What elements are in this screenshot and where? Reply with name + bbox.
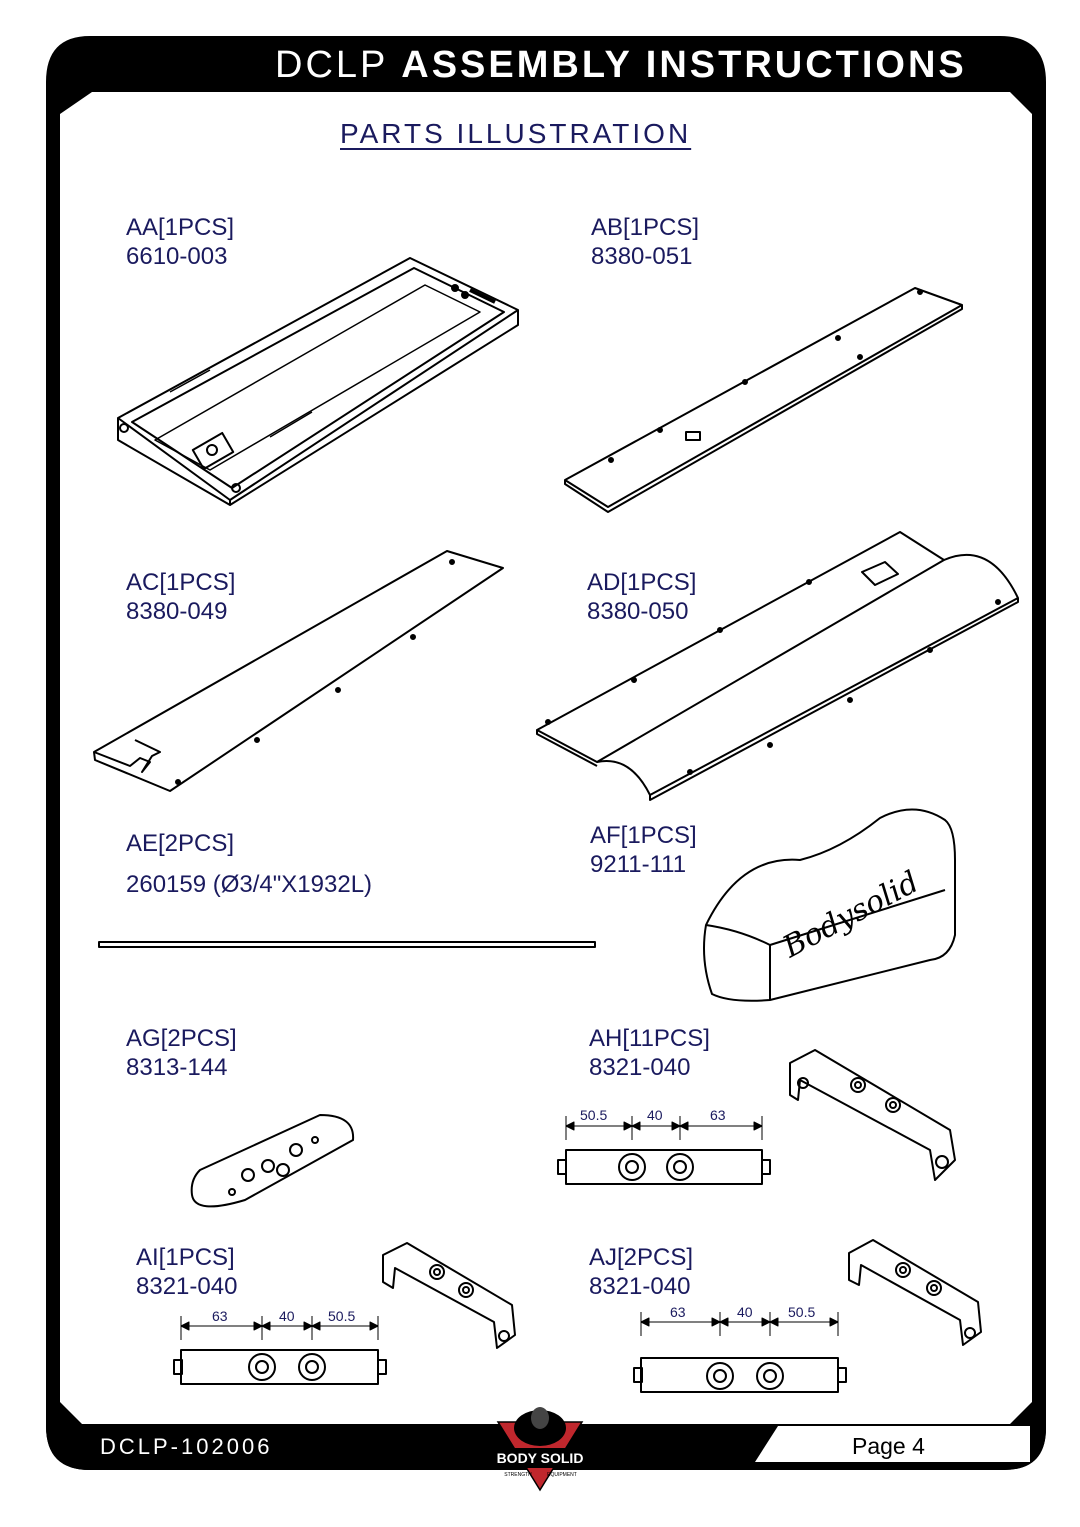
part-label-ag: AG[2PCS]8313-144	[126, 1025, 237, 1081]
body-solid-logo: BODY SOLID STRENGTH EQUIPMENT	[494, 1407, 586, 1492]
part-ad-cover-drawing	[536, 531, 1019, 801]
ah-dim-2: 40	[647, 1107, 663, 1123]
part-label-ae: AE[2PCS]260159 (Ø3/4"X1932L)	[126, 830, 373, 898]
ah-dim-1: 50.5	[580, 1107, 607, 1123]
part-ah-bracket-drawing	[789, 1049, 956, 1181]
logo-brand-text: BODY SOLID	[497, 1450, 584, 1466]
ai-dim-3: 50.5	[328, 1308, 355, 1324]
part-label-aa: AA[1PCS]6610-003	[126, 214, 235, 270]
aj-dim-3: 50.5	[788, 1304, 815, 1320]
page-number: Page 4	[852, 1433, 925, 1459]
part-label-ai: AI[1PCS]8321-040	[136, 1244, 238, 1300]
aj-dim-2: 40	[737, 1304, 753, 1320]
page-title: DCLP ASSEMBLY INSTRUCTIONS	[275, 44, 967, 86]
part-ag-plate-drawing	[190, 1114, 355, 1208]
ai-dim-1: 63	[212, 1308, 228, 1324]
part-label-aj: AJ[2PCS]8321-040	[589, 1244, 694, 1300]
part-aj-flat-drawing	[633, 1312, 847, 1393]
ai-dim-2: 40	[279, 1308, 295, 1324]
document-code: DCLP-102006	[100, 1434, 273, 1459]
part-ai-bracket-drawing	[382, 1242, 516, 1349]
aj-dim-1: 63	[670, 1304, 686, 1320]
logo-tagline-right: EQUIPMENT	[547, 1472, 577, 1478]
part-label-ac: AC[1PCS]8380-049	[126, 569, 236, 625]
ah-dim-3: 63	[710, 1107, 726, 1123]
part-aj-bracket-drawing	[848, 1239, 982, 1346]
part-aa-frame-drawing	[117, 257, 519, 506]
part-ab-plate-drawing	[564, 287, 963, 513]
part-ac-plate-drawing	[93, 550, 504, 792]
part-ah-flat-drawing	[557, 1116, 771, 1185]
part-label-af: AF[1PCS]9211-111	[590, 822, 697, 878]
part-label-ab: AB[1PCS]8380-051	[591, 214, 700, 270]
part-ai-flat-drawing	[173, 1316, 387, 1385]
part-label-ah: AH[11PCS]8321-040	[589, 1025, 710, 1081]
part-label-ad: AD[1PCS]8380-050	[587, 569, 697, 625]
section-title: PARTS ILLUSTRATION	[340, 118, 692, 149]
part-ae-rod-drawing	[98, 941, 596, 948]
logo-tagline-left: STRENGTH	[504, 1472, 532, 1478]
